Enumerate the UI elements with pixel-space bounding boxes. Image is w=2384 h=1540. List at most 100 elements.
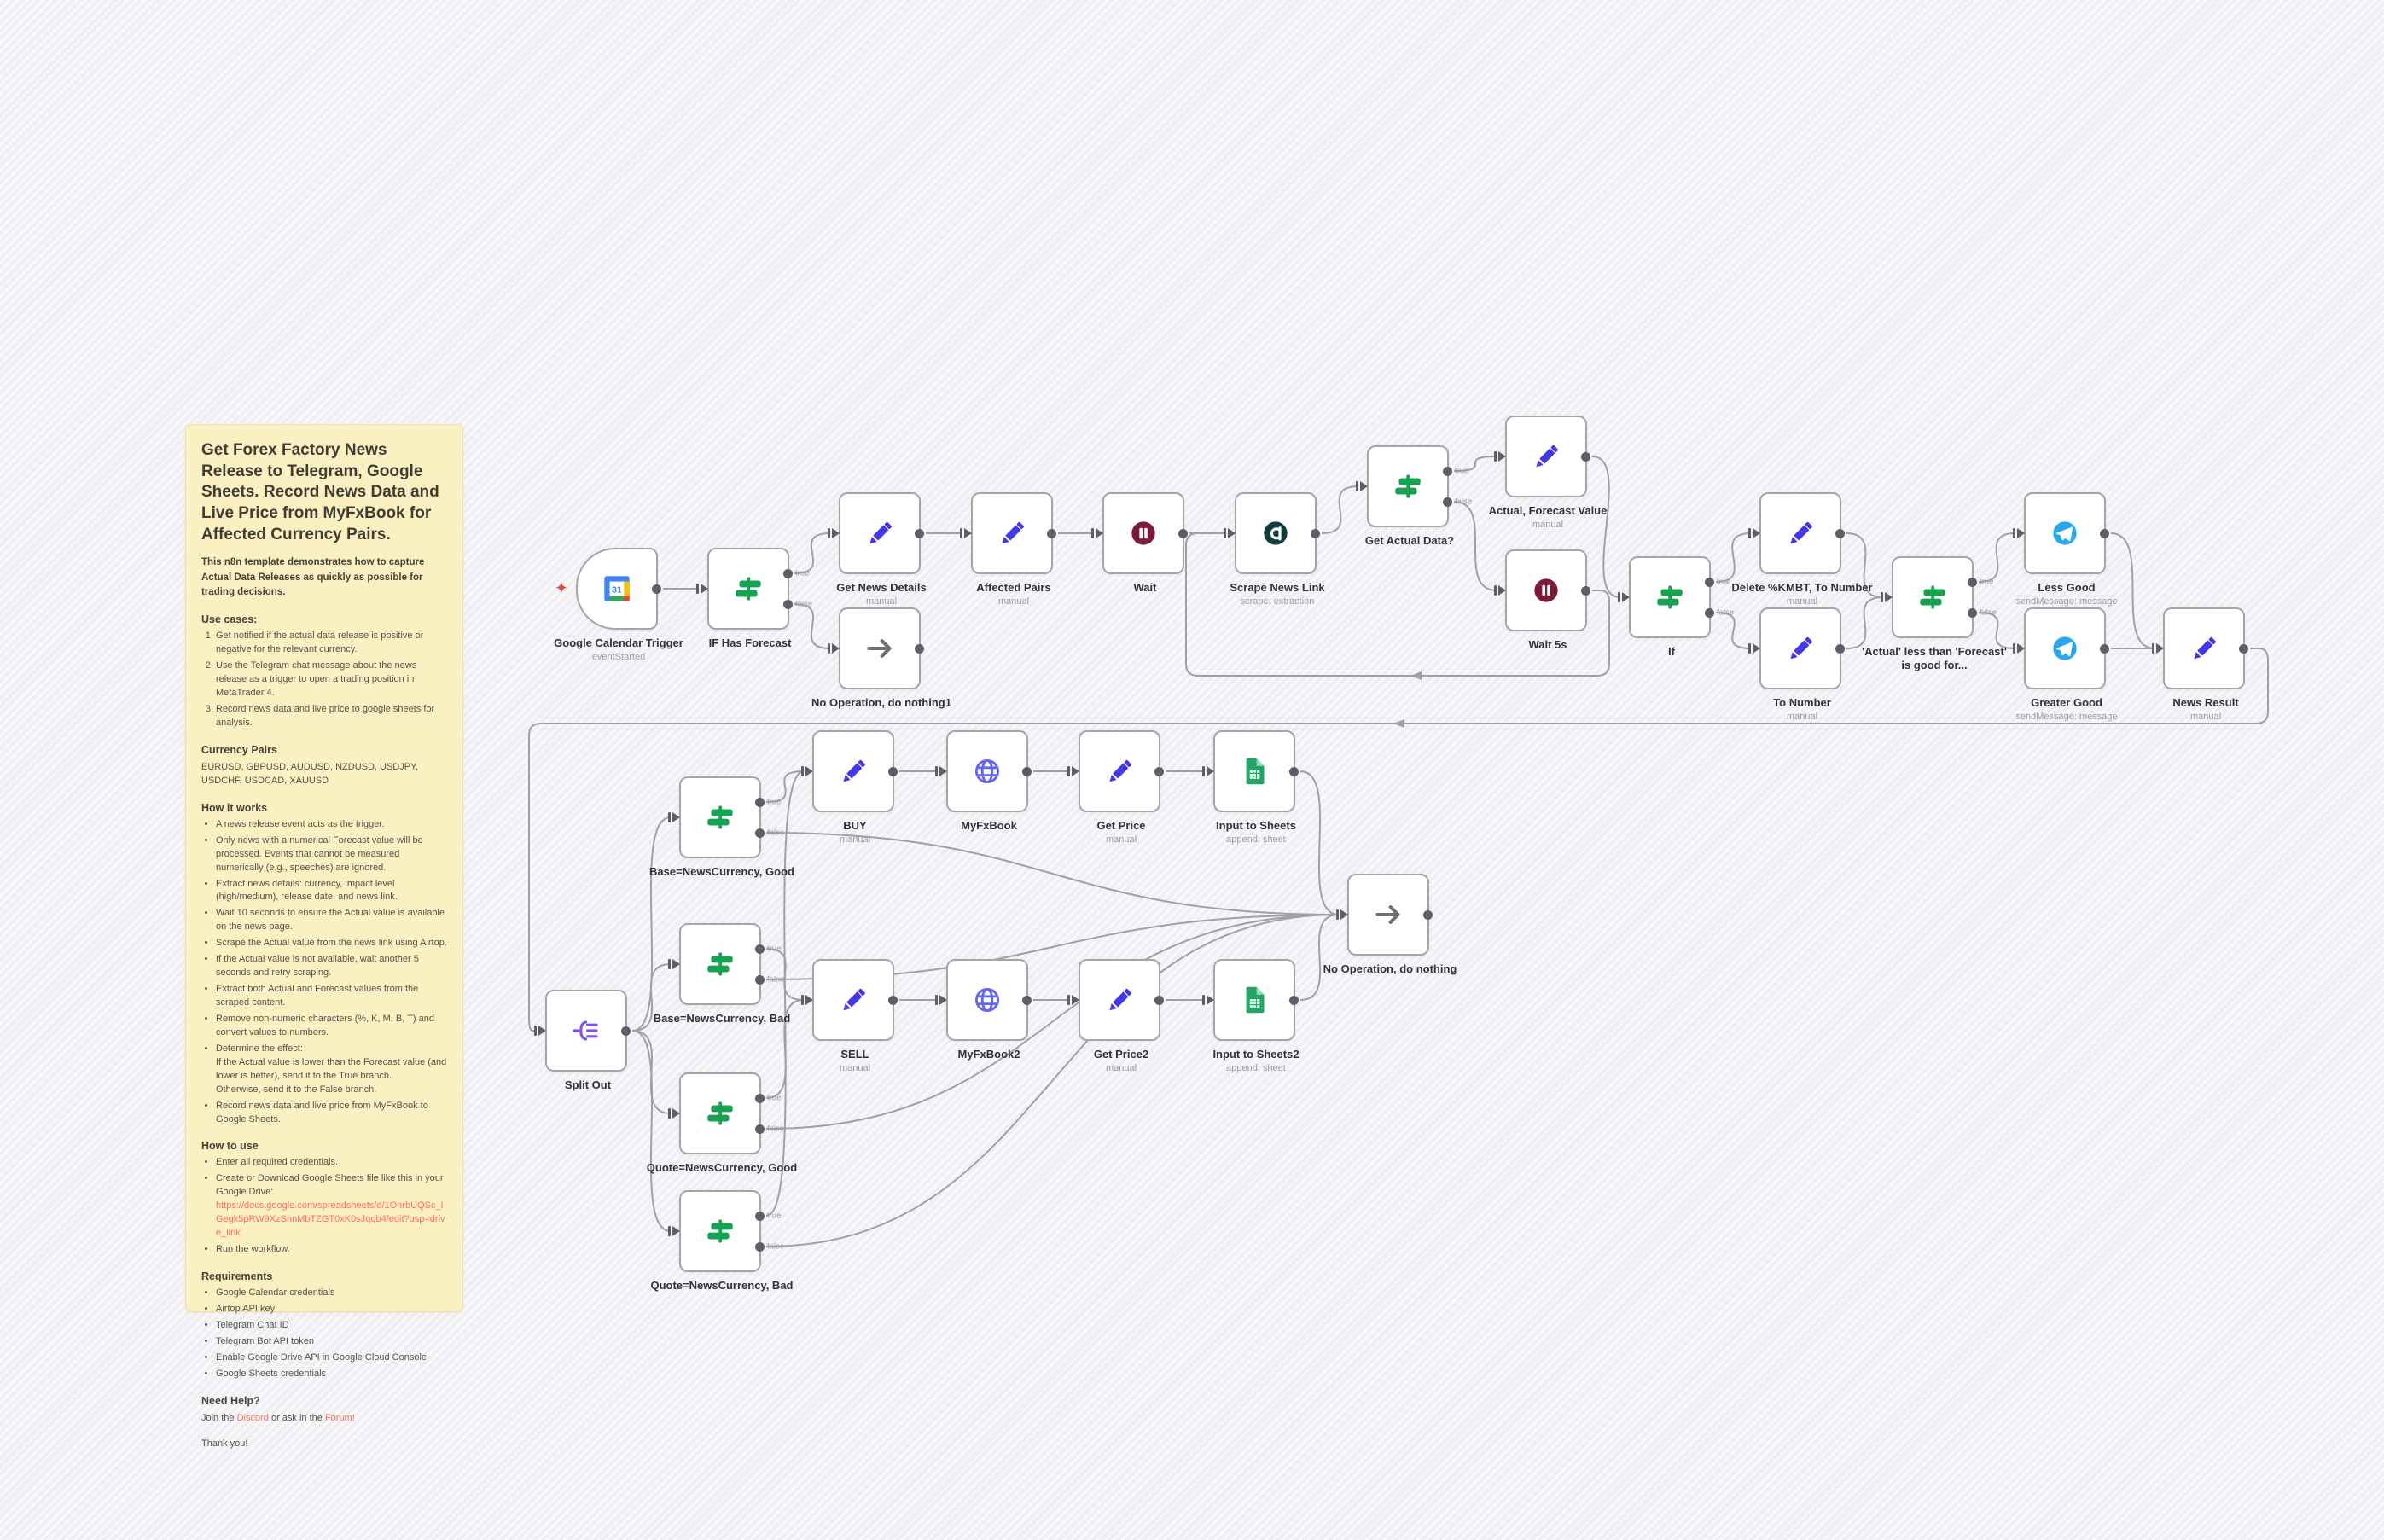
output-port[interactable]	[1289, 766, 1299, 776]
node-split-out[interactable]: Split Out	[534, 990, 631, 1091]
output-port[interactable]	[1178, 528, 1188, 538]
output-port-false[interactable]: false	[755, 828, 784, 838]
output-port-false[interactable]: false	[755, 1124, 784, 1134]
output-port-true[interactable]: true	[1443, 466, 1468, 476]
output-port[interactable]	[1022, 995, 1032, 1005]
input-port[interactable]	[1498, 585, 1506, 596]
input-port[interactable]	[2156, 643, 2164, 654]
output-port-true[interactable]: true	[1705, 577, 1730, 587]
input-port[interactable]	[1360, 481, 1368, 491]
node-wait[interactable]: Wait	[1091, 492, 1188, 594]
input-port[interactable]	[805, 766, 813, 776]
input-port[interactable]	[832, 528, 840, 538]
output-port[interactable]	[915, 528, 924, 538]
input-port[interactable]	[2017, 528, 2025, 538]
input-port[interactable]	[939, 995, 947, 1005]
output-port[interactable]	[652, 584, 661, 594]
input-port[interactable]	[701, 584, 708, 594]
output-port-false[interactable]: false	[755, 1241, 784, 1252]
output-port[interactable]	[1581, 585, 1590, 596]
input-port[interactable]	[538, 1026, 546, 1036]
input-port[interactable]	[1753, 643, 1760, 654]
output-port[interactable]	[1154, 995, 1164, 1005]
node-noop2[interactable]: No Operation, do nothing	[1323, 874, 1457, 975]
input-port[interactable]	[805, 995, 813, 1005]
input-port[interactable]	[1072, 766, 1079, 776]
input-port[interactable]	[1753, 528, 1760, 538]
sticky-note[interactable]: Get Forex Factory News Release to Telegr…	[185, 424, 463, 1449]
output-port-true[interactable]: true	[755, 797, 781, 807]
input-port[interactable]	[832, 643, 840, 654]
output-port-false[interactable]: false	[1968, 607, 1997, 618]
input-port[interactable]	[2017, 643, 2025, 654]
output-port[interactable]	[621, 1026, 631, 1036]
sticky-link[interactable]: Discord	[236, 1412, 269, 1423]
sticky-link[interactable]: https://docs.google.com/spreadsheets/d/1…	[216, 1200, 445, 1239]
output-port[interactable]	[2100, 528, 2109, 538]
output-port-true[interactable]: true	[755, 1211, 781, 1221]
output-port-false[interactable]: false	[783, 599, 812, 609]
output-port[interactable]	[1423, 909, 1433, 920]
output-port[interactable]	[2239, 643, 2248, 654]
input-port[interactable]	[1885, 592, 1893, 602]
input-port[interactable]	[1340, 909, 1348, 920]
output-port[interactable]	[1022, 766, 1032, 776]
output-port[interactable]	[1311, 528, 1320, 538]
input-port[interactable]	[672, 1108, 680, 1119]
input-port[interactable]	[1207, 766, 1214, 776]
node-noop1[interactable]: No Operation, do nothing1	[811, 607, 951, 709]
output-port[interactable]	[1835, 528, 1845, 538]
output-port-false[interactable]: false	[755, 974, 784, 985]
output-port-true[interactable]: true	[755, 1093, 781, 1103]
output-port-true[interactable]: true	[783, 568, 809, 578]
input-port[interactable]	[672, 959, 680, 969]
output-port-false[interactable]: false	[1705, 607, 1734, 618]
output-port[interactable]	[1835, 643, 1845, 654]
output-port[interactable]	[1289, 995, 1299, 1005]
input-port[interactable]	[672, 812, 680, 822]
input-port[interactable]	[939, 766, 947, 776]
output-port[interactable]	[888, 766, 898, 776]
node-wait-5s[interactable]: Wait 5s	[1494, 549, 1590, 651]
input-port[interactable]	[1207, 995, 1214, 1005]
input-port[interactable]	[1096, 528, 1103, 538]
output-port[interactable]	[1581, 451, 1590, 462]
output-port-true[interactable]: true	[755, 944, 781, 954]
input-port[interactable]	[1072, 995, 1079, 1005]
node-myfxbook[interactable]: MyFxBook	[935, 730, 1032, 832]
input-port[interactable]	[1228, 528, 1236, 538]
node-myfxbook2[interactable]: MyFxBook2	[935, 959, 1032, 1061]
output-port-true[interactable]: true	[1968, 577, 1993, 587]
input-port[interactable]	[672, 1226, 680, 1236]
output-port[interactable]	[2100, 643, 2109, 654]
output-port-false[interactable]: false	[1443, 497, 1472, 507]
output-port[interactable]	[888, 995, 898, 1005]
output-port[interactable]	[1047, 528, 1056, 538]
output-port[interactable]	[1154, 766, 1164, 776]
input-port[interactable]	[1622, 592, 1630, 602]
input-port[interactable]	[964, 528, 972, 538]
output-port[interactable]	[915, 643, 924, 654]
